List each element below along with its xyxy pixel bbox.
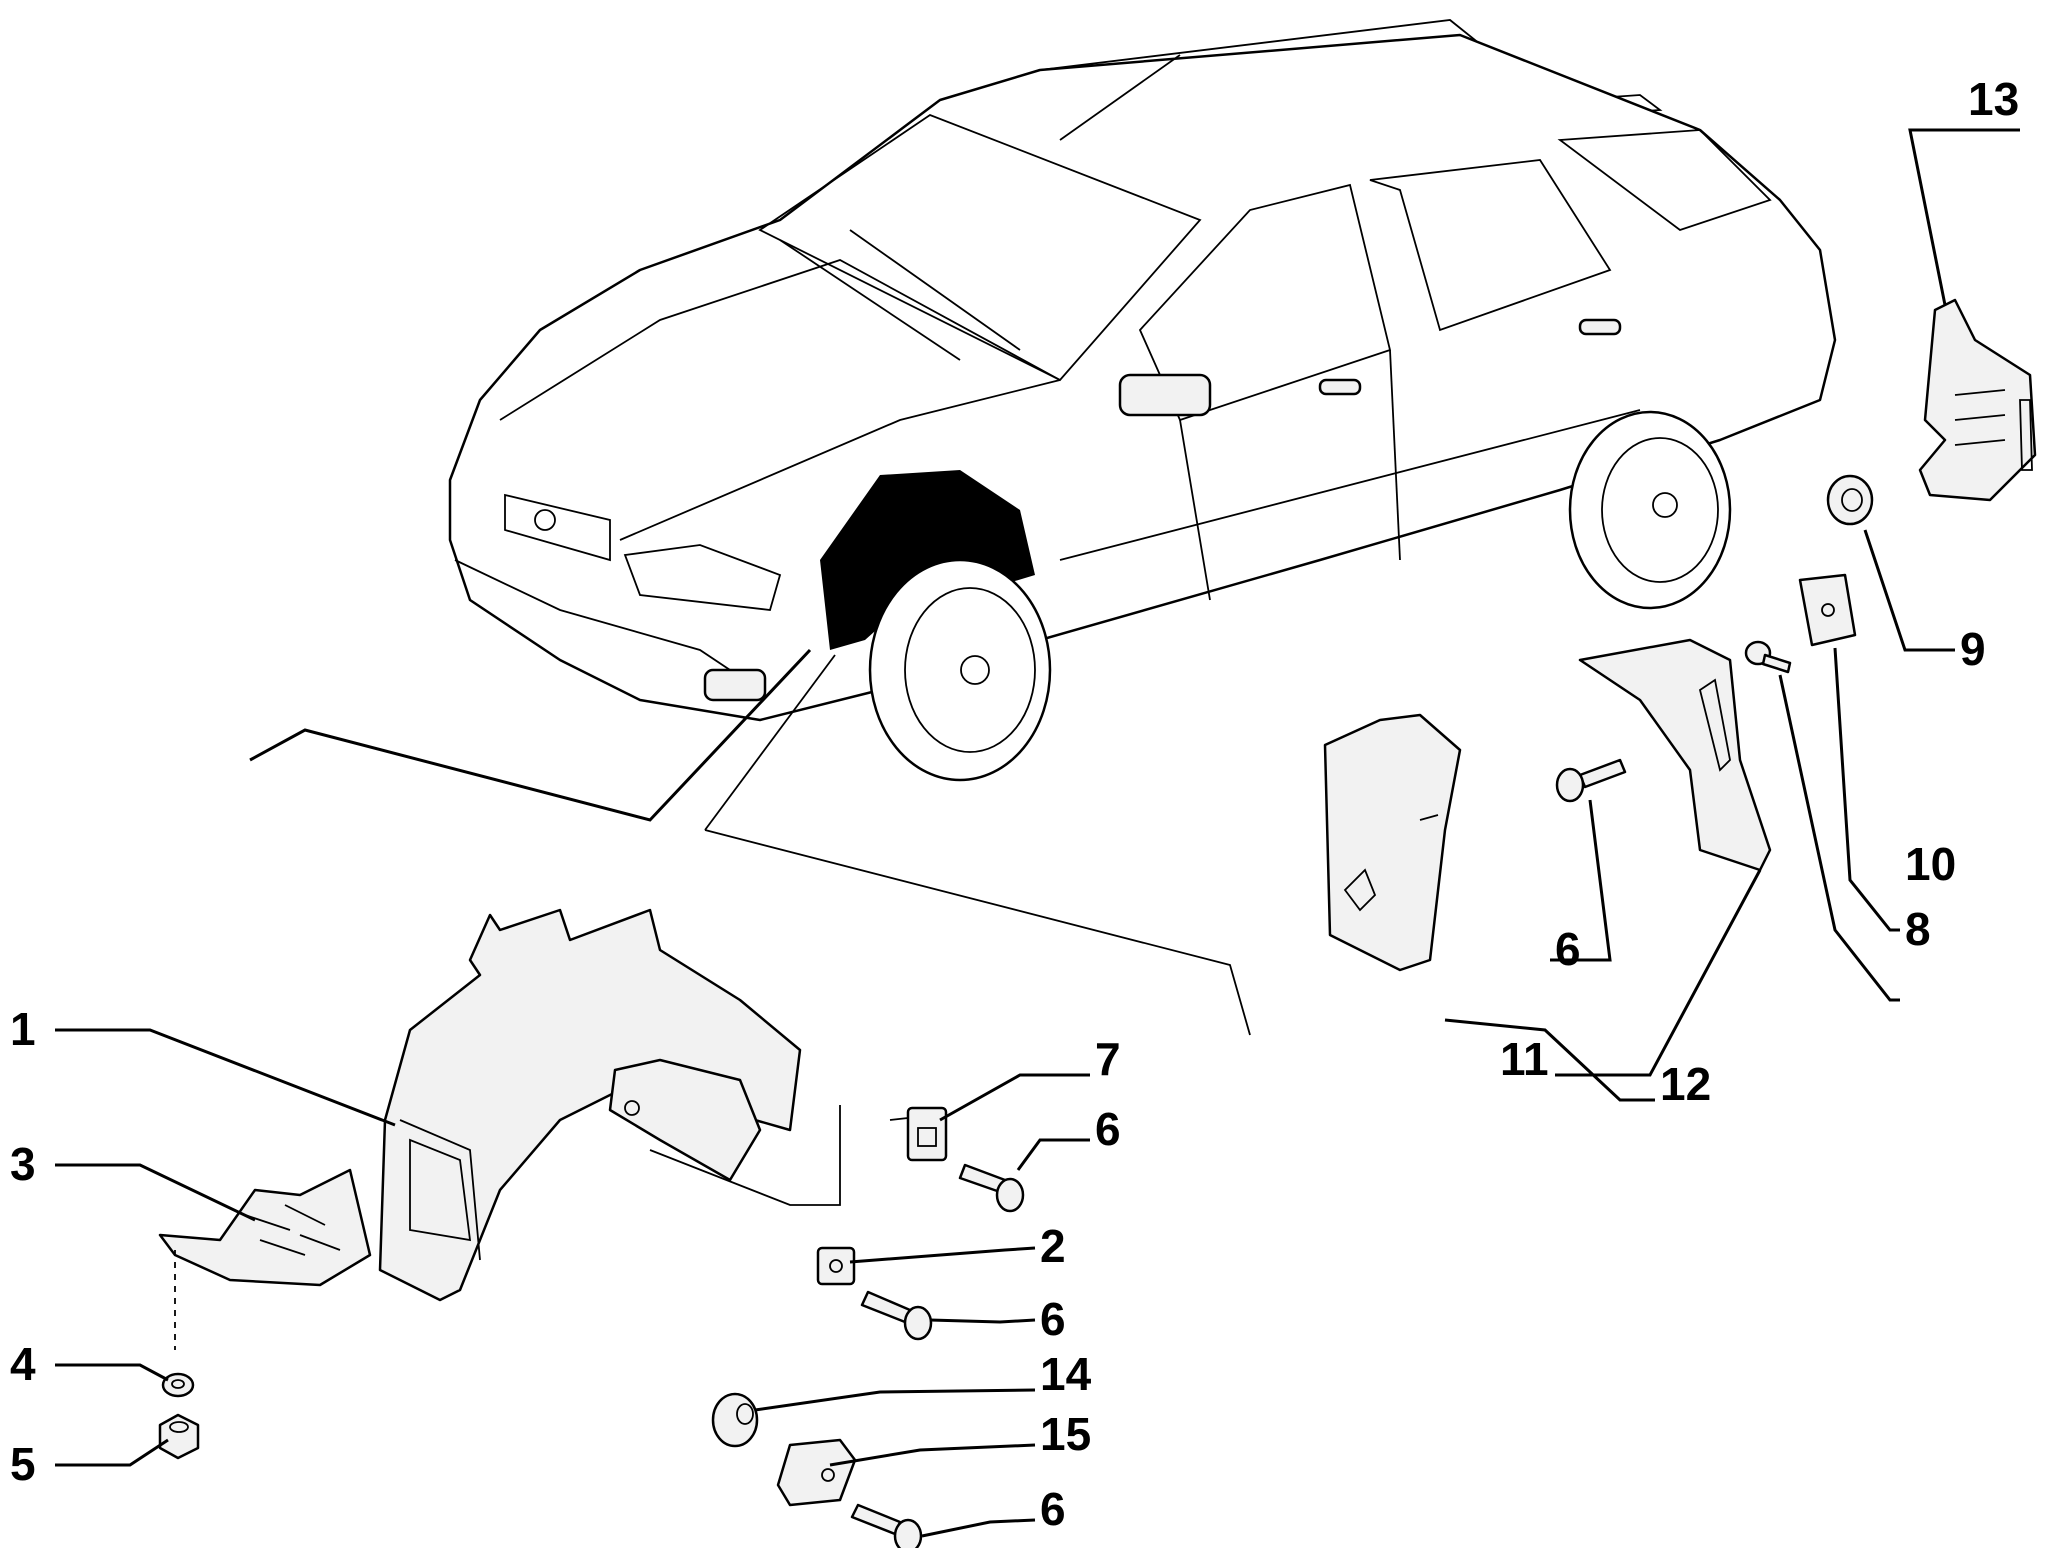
callout-6-screw-lower: 6 — [1040, 1483, 1066, 1535]
wheel-arch-liner — [378, 908, 802, 1302]
callout-1: 1 — [10, 1003, 36, 1055]
screw-6a — [958, 1163, 1025, 1213]
speed-nut-2 — [816, 1246, 856, 1286]
leader-lines — [55, 128, 2020, 1538]
callout-10: 10 — [1905, 838, 1956, 890]
callout-15: 15 — [1040, 1408, 1091, 1460]
bushing-14 — [711, 1392, 759, 1448]
grommet-9 — [1826, 474, 1874, 526]
callout-3: 3 — [10, 1138, 36, 1190]
callout-6-screw-upper: 6 — [1095, 1103, 1121, 1155]
callout-7: 7 — [1095, 1033, 1121, 1085]
callout-2: 2 — [1040, 1220, 1066, 1272]
callout-8: 8 — [1905, 903, 1931, 955]
callout-12: 12 — [1660, 1058, 1711, 1110]
nut-5 — [158, 1413, 200, 1460]
clip-7 — [889, 1106, 948, 1162]
callout-6-screw-middle: 6 — [1040, 1293, 1066, 1345]
callout-11: 11 — [1500, 1033, 1549, 1085]
screw-6b — [860, 1290, 933, 1341]
splash-guard — [158, 1168, 372, 1350]
callout-6-screw-right: 6 — [1555, 923, 1581, 975]
callout-labels: 1 2 3 4 5 6 6 6 6 7 8 9 10 11 12 13 14 1… — [10, 73, 2019, 1535]
bracket-13 — [1918, 298, 2037, 502]
callout-14: 14 — [1040, 1348, 1092, 1400]
callout-5: 5 — [10, 1438, 36, 1490]
callout-9: 9 — [1960, 623, 1986, 675]
screw-6c — [850, 1503, 923, 1548]
car-illustration — [448, 19, 1837, 782]
clip-15 — [776, 1438, 857, 1507]
mud-flap-12 — [1323, 713, 1462, 972]
explode-guide-line — [249, 648, 812, 822]
callout-4: 4 — [10, 1338, 36, 1390]
screw-8 — [1744, 640, 1792, 674]
screw-6d — [1555, 758, 1627, 803]
washer-4 — [161, 1372, 195, 1398]
clip-guide-line — [649, 1105, 841, 1206]
callout-13: 13 — [1968, 73, 2019, 125]
explode-guide-line — [704, 654, 836, 831]
pad-10 — [1798, 573, 1857, 647]
rear-liner-11 — [1578, 638, 1772, 872]
explode-guide-line — [704, 829, 1251, 1036]
